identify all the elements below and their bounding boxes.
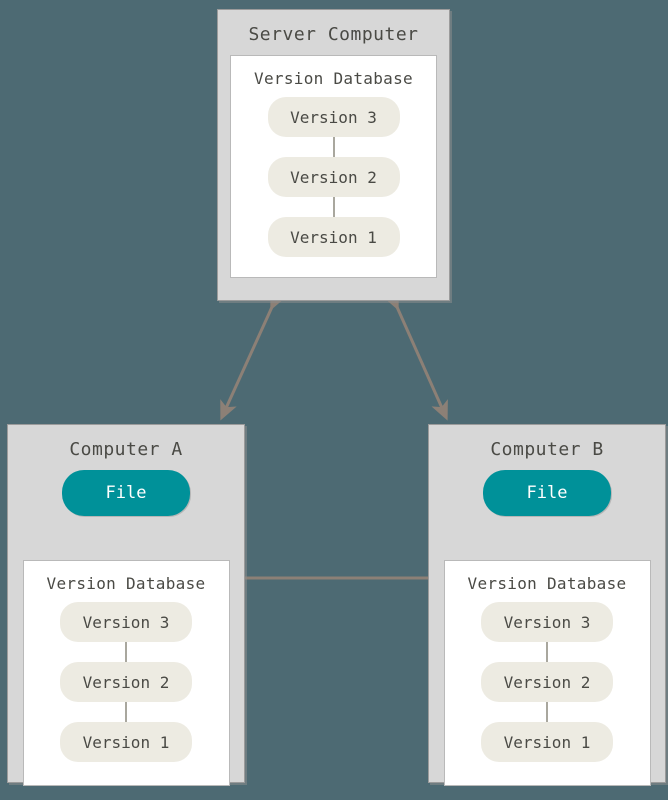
version-connector <box>546 642 548 662</box>
version-pill: Version 3 <box>267 97 400 137</box>
version-pill: Version 2 <box>267 157 400 197</box>
computer-a-version-database-title: Version Database <box>46 574 206 593</box>
file-badge-a: File <box>62 470 190 516</box>
version-connector <box>546 702 548 722</box>
version-pill: Version 3 <box>481 602 613 642</box>
version-connector <box>332 197 335 217</box>
arrow-server-to-computer-a <box>220 289 287 421</box>
version-pill: Version 2 <box>481 662 613 702</box>
computer-b-version-list: Version 3 Version 2 Version 1 <box>445 602 650 762</box>
server-computer-title: Server Computer <box>248 24 419 45</box>
version-pill: Version 1 <box>267 217 400 257</box>
computer-a-version-list: Version 3 Version 2 Version 1 <box>24 602 229 762</box>
computer-b-box: Computer B File Version Database Version… <box>428 424 666 786</box>
version-pill: Version 1 <box>60 722 192 762</box>
version-pill: Version 1 <box>481 722 613 762</box>
server-version-database-panel: Version Database Version 3 Version 2 Ver… <box>230 55 437 278</box>
computer-b-version-database-title: Version Database <box>467 574 627 593</box>
computer-b-title: Computer B <box>490 439 604 460</box>
file-badge-b: File <box>483 470 611 516</box>
version-pill: Version 2 <box>60 662 192 702</box>
computer-a-box: Computer A File Version Database Version… <box>7 424 245 786</box>
computer-a-version-database-panel: Version Database Version 3 Version 2 Ver… <box>22 560 230 786</box>
server-version-database-title: Version Database <box>254 69 413 88</box>
computer-a-title: Computer A <box>69 439 183 460</box>
version-connector <box>125 642 127 662</box>
version-pill: Version 3 <box>60 602 192 642</box>
computer-b-version-database-panel: Version Database Version 3 Version 2 Ver… <box>443 560 651 786</box>
version-connector <box>125 702 127 722</box>
arrow-server-to-computer-b <box>382 289 448 421</box>
server-version-list: Version 3 Version 2 Version 1 <box>231 97 436 257</box>
server-computer-box: Server Computer Version Database Version… <box>217 9 450 301</box>
version-connector <box>332 137 335 157</box>
